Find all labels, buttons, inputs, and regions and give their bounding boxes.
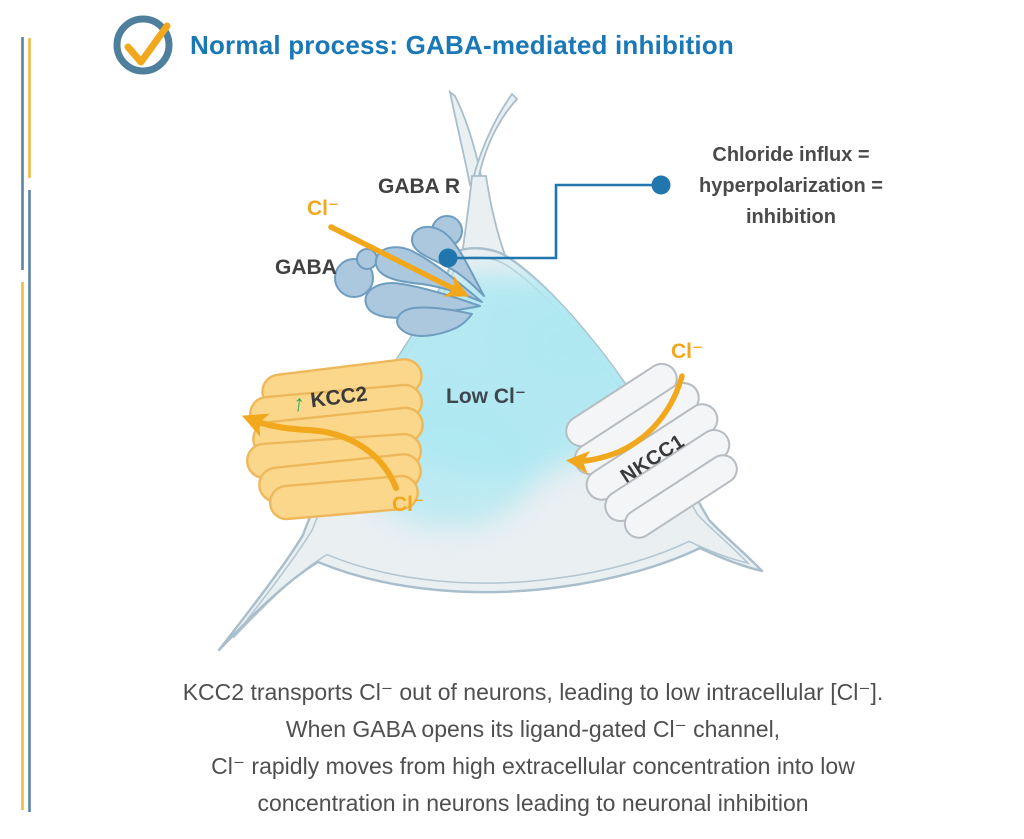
kcc2-transporter xyxy=(245,358,424,521)
gaba-receptor-label: GABA R xyxy=(378,175,461,198)
gaba-molecule-small xyxy=(356,248,378,270)
connector-dot-receptor xyxy=(438,248,458,268)
chloride-label-nkcc1: Cl⁻ xyxy=(671,340,704,363)
chloride-label-top: Cl⁻ xyxy=(307,197,340,220)
caption: KCC2 transports Cl⁻ out of neurons, lead… xyxy=(73,674,993,822)
apical-dendrite-right xyxy=(470,92,519,187)
decorative-side-lines xyxy=(21,37,31,812)
gaba-label: GABA xyxy=(275,256,337,279)
receptor-subunit xyxy=(396,306,473,337)
up-arrow-icon: ↑ xyxy=(291,388,307,416)
apical-dendrite-left xyxy=(448,89,485,186)
page-title: Normal process: GABA-mediated inhibition xyxy=(190,30,734,60)
connector-dot-callout xyxy=(651,175,671,195)
kcc2-efflux-arrow xyxy=(241,413,399,491)
nkcc1-influx-arrow xyxy=(565,373,685,474)
checkmark-icon xyxy=(113,15,173,75)
callout-connector xyxy=(438,175,671,268)
chloride-influx-arrow xyxy=(328,224,470,297)
apical-stem xyxy=(460,175,507,257)
caption-line: Cl⁻ rapidly moves from high extracellula… xyxy=(211,753,855,779)
callout-line: inhibition xyxy=(746,206,836,228)
callout-line: hyperpolarization = xyxy=(699,175,883,197)
callout-line: Chloride influx = xyxy=(712,144,870,166)
caption-line: When GABA opens its ligand-gated Cl⁻ cha… xyxy=(285,716,781,742)
low-chloride-label: Low Cl⁻ xyxy=(446,385,526,408)
caption-line: concentration in neurons leading to neur… xyxy=(257,790,809,816)
gaba-receptor xyxy=(334,215,485,337)
callout-text: Chloride influx = hyperpolarization = in… xyxy=(640,140,942,233)
caption-line: KCC2 transports Cl⁻ out of neurons, lead… xyxy=(182,679,884,705)
chloride-label-kcc2: Cl⁻ xyxy=(392,493,425,516)
